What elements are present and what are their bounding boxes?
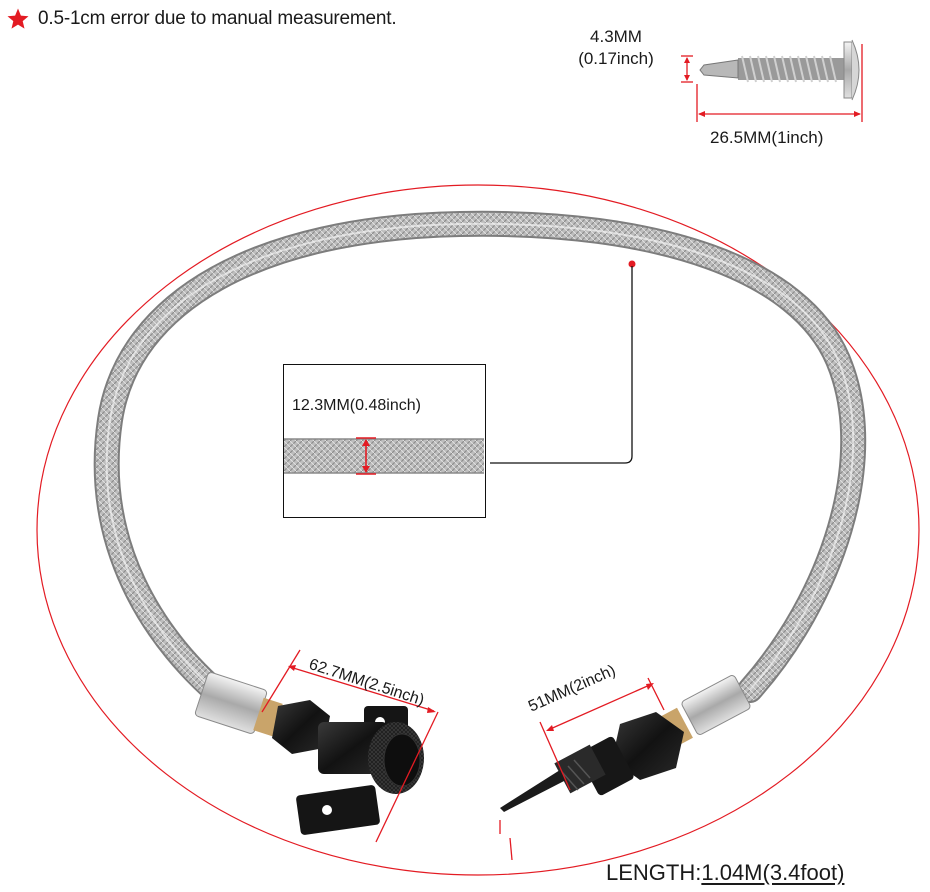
hose-diameter-label: 12.3MM(0.48inch): [292, 397, 421, 414]
total-length: LENGTH:1.04M(3.4foot): [606, 860, 844, 886]
ellipse-tick-marks: [499, 820, 513, 861]
right-fitting: [500, 675, 751, 812]
hose-detail-inset: 12.3MM(0.48inch): [283, 364, 486, 518]
measurement-note: 0.5-1cm error due to manual measurement.: [6, 6, 397, 32]
screw-length-label: 26.5MM(1inch): [710, 128, 824, 147]
screw-diameter-mm: 4.3MM: [590, 27, 642, 46]
screw-diameter-label: 4.3MM (0.17inch): [566, 26, 666, 70]
callout-leader: [490, 266, 633, 464]
total-length-value: 1.04M(3.4foot): [701, 860, 845, 885]
screw-length-dimension: [696, 44, 863, 122]
screw-diameter-inch: (0.17inch): [578, 49, 654, 68]
left-fitting: [194, 672, 424, 835]
braided-hose: [93, 210, 867, 718]
hose-closeup: [284, 437, 484, 475]
left-fitting-dimension: [261, 649, 439, 843]
outline-ellipse: [36, 184, 920, 876]
measurement-note-text: 0.5-1cm error due to manual measurement.: [38, 8, 397, 29]
right-fitting-dimension: [539, 677, 665, 791]
total-length-label: LENGTH:: [606, 860, 702, 885]
screw-image: [699, 39, 860, 101]
screw-diameter-dimension: [681, 55, 693, 83]
star-icon: [6, 7, 30, 31]
